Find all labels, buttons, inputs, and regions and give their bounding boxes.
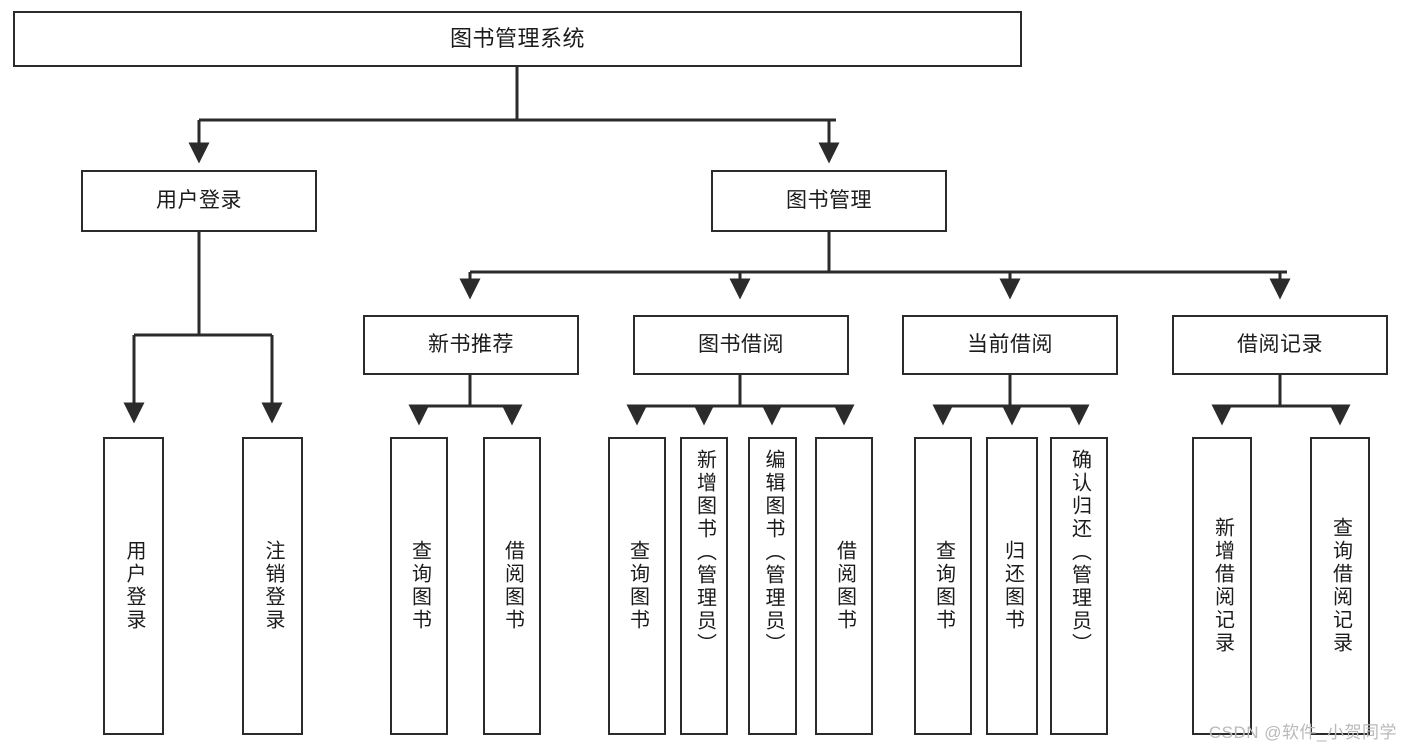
node-leaf-add-borrow-record[interactable]: 新增借阅记录 [1192, 437, 1252, 735]
node-borrow-record-label: 借阅记录 [1237, 332, 1323, 356]
node-leaf-logout[interactable]: 注销登录 [242, 437, 303, 735]
node-leaf-borrow-book-recommend[interactable]: 借阅图书 [483, 437, 541, 735]
node-leaf-logout-label: 注销登录 [262, 540, 284, 632]
node-leaf-borrow-book-borrow[interactable]: 借阅图书 [815, 437, 873, 735]
node-current-borrow[interactable]: 当前借阅 [902, 315, 1118, 375]
node-leaf-query-borrow-record[interactable]: 查询借阅记录 [1310, 437, 1370, 735]
node-leaf-add-book-label: 新增图书（管理员） [693, 449, 716, 656]
node-user-login-label: 用户登录 [156, 188, 242, 212]
node-root-label: 图书管理系统 [449, 26, 585, 52]
node-user-login[interactable]: 用户登录 [81, 170, 317, 232]
node-leaf-borrow-book-recommend-label: 借阅图书 [501, 540, 524, 632]
node-leaf-query-book-borrow[interactable]: 查询图书 [608, 437, 666, 735]
node-new-book-recommend[interactable]: 新书推荐 [363, 315, 579, 375]
node-leaf-query-book-current[interactable]: 查询图书 [914, 437, 972, 735]
node-leaf-confirm-return[interactable]: 确认归还（管理员） [1050, 437, 1108, 735]
node-leaf-query-book-recommend[interactable]: 查询图书 [390, 437, 448, 735]
csdn-watermark: CSDN @软件_小贺同学 [1208, 723, 1397, 742]
node-leaf-add-borrow-record-label: 新增借阅记录 [1211, 517, 1234, 655]
node-leaf-edit-book-label: 编辑图书（管理员） [762, 449, 784, 656]
node-new-book-recommend-label: 新书推荐 [428, 332, 514, 356]
node-borrow-record[interactable]: 借阅记录 [1172, 315, 1388, 375]
node-book-borrow[interactable]: 图书借阅 [633, 315, 849, 375]
node-root-system[interactable]: 图书管理系统 [13, 11, 1022, 67]
node-leaf-query-book-current-label: 查询图书 [932, 540, 955, 632]
node-leaf-user-login[interactable]: 用户登录 [103, 437, 164, 735]
node-book-manage-label: 图书管理 [786, 188, 872, 212]
node-leaf-borrow-book-borrow-label: 借阅图书 [833, 540, 856, 632]
node-leaf-user-login-label: 用户登录 [123, 540, 145, 632]
node-book-manage[interactable]: 图书管理 [711, 170, 947, 232]
node-leaf-confirm-return-label: 确认归还（管理员） [1068, 449, 1091, 656]
node-leaf-add-book[interactable]: 新增图书（管理员） [680, 437, 728, 735]
node-leaf-return-book-label: 归还图书 [1001, 540, 1024, 632]
node-leaf-query-borrow-record-label: 查询借阅记录 [1329, 517, 1352, 655]
node-leaf-query-book-borrow-label: 查询图书 [626, 540, 649, 632]
node-book-borrow-label: 图书借阅 [698, 332, 784, 356]
node-leaf-edit-book[interactable]: 编辑图书（管理员） [748, 437, 797, 735]
node-leaf-query-book-recommend-label: 查询图书 [408, 540, 431, 632]
node-leaf-return-book[interactable]: 归还图书 [986, 437, 1038, 735]
node-current-borrow-label: 当前借阅 [967, 332, 1053, 356]
